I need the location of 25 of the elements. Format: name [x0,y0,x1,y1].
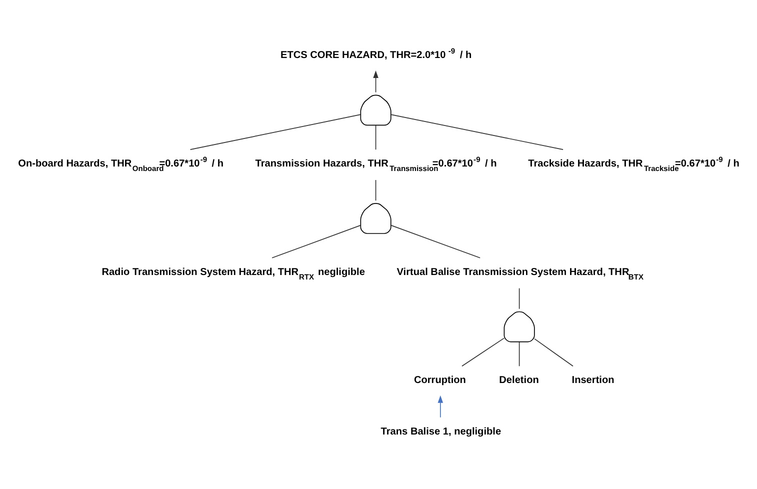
connector [272,224,361,258]
connector [375,180,376,201]
connector [390,114,564,150]
node-text: Transmission Hazards, THR$_{Transmission}$=0.67*10$^{-9}$ / h [255,155,497,174]
connector [534,338,574,367]
node-gate [504,311,535,342]
node-text: ETCS CORE HAZARD, THR=2.0*10$^{-9}$ / h [280,46,472,62]
arrow [373,70,378,93]
connector [518,342,520,367]
arrow [438,395,444,418]
node-text: Trans Balise 1, negligible [380,426,502,438]
connector [462,338,504,367]
connector [518,288,520,310]
node-text: Deletion [499,375,539,386]
node-text: On-board Hazards, THR$_{Onboard}$=0.67*10$^{-9}$ / h [18,155,224,174]
node-text: Virtual Balise Transmission System Hazard, THR$_{BTX}$ [396,266,644,282]
connector [375,125,376,150]
node-text: Insertion [572,375,614,386]
connector [390,224,480,258]
node-gate [360,203,392,234]
node-text: Trackside Hazards, THR$_{Trackside}$=0.67*10$^{-9}$ / h [528,155,740,174]
node-gate [360,94,392,126]
node-text: Corruption [414,375,466,386]
connector [190,114,361,150]
node-text: Radio Transmission System Hazard, THR$_{RTX}$ negligible [102,266,365,282]
